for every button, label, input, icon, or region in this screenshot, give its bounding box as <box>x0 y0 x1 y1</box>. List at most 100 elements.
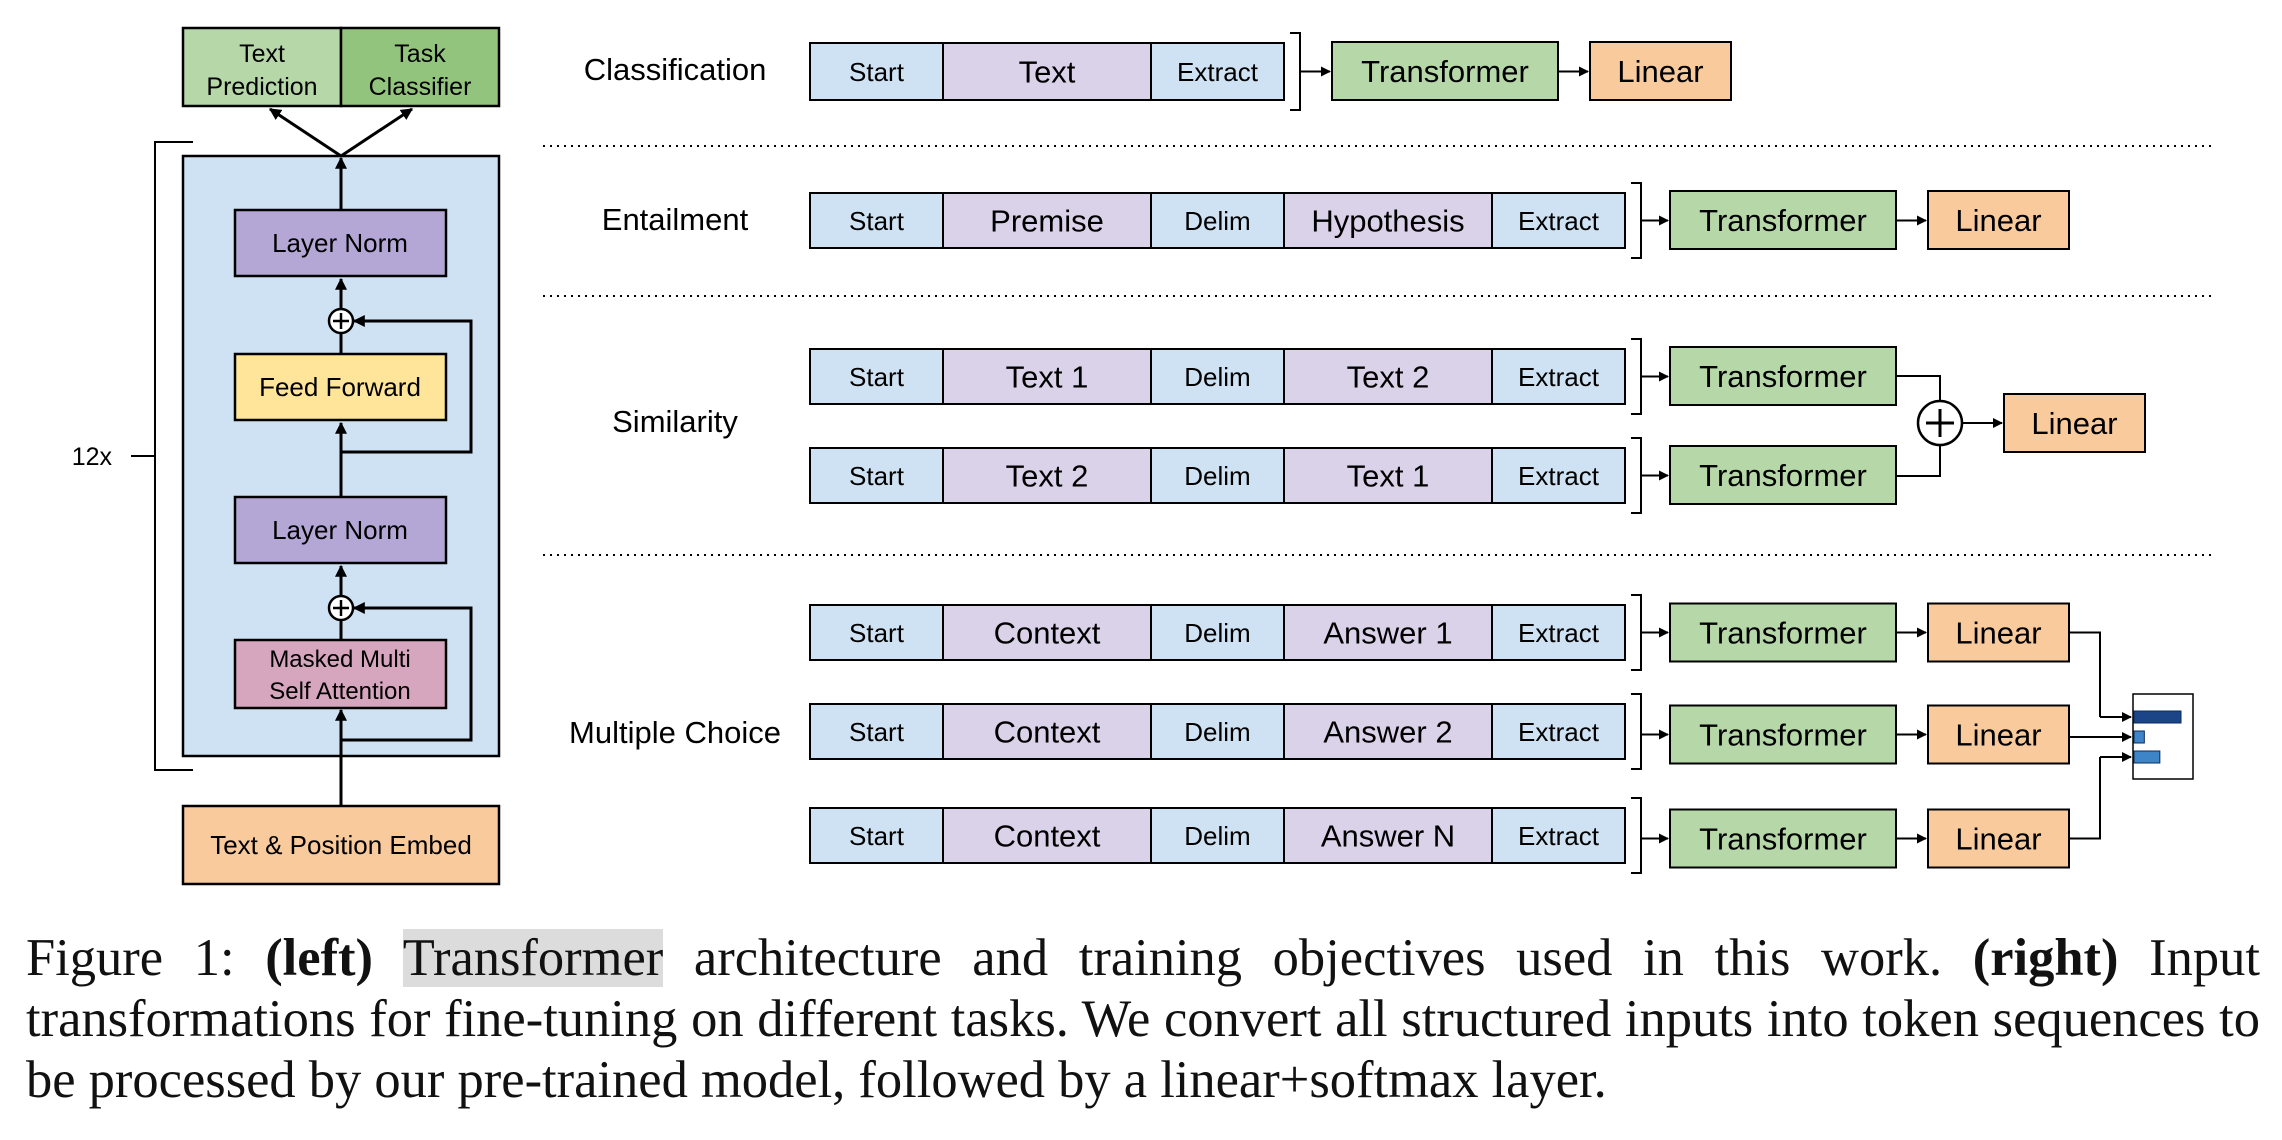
multiple-choice-1-token-4 <box>1491 604 1626 661</box>
similarity-2-token-4-label: Extract <box>1518 461 1600 491</box>
multiple-choice-3-token-1-label: Context <box>994 819 1101 854</box>
softmax-bar-2 <box>2133 730 2145 744</box>
classification-token-0-label: Start <box>849 57 905 87</box>
caption-highlight: Transformer <box>402 929 664 987</box>
multiple-choice-2-token-4-label: Extract <box>1518 717 1600 747</box>
embed-label: Text & Position Embed <box>210 830 472 860</box>
multiple-choice-3-token-1 <box>942 807 1152 864</box>
mc-transformer-3-label: Transformer <box>1699 822 1867 857</box>
multiple-choice-2-token-0-label: Start <box>849 717 905 747</box>
sequence-bracket <box>1631 338 1642 415</box>
task-classifier-label-1: Task <box>394 40 446 68</box>
text-position-embed <box>181 804 501 886</box>
similarity-1-token-2-label: Delim <box>1184 362 1250 392</box>
layer-norm-bottom-label: Layer Norm <box>272 515 408 545</box>
add-circle-top <box>327 307 355 335</box>
caption-right-tag: (right) <box>1972 929 2119 987</box>
similarity-2-token-0 <box>809 447 944 504</box>
entailment-token-1-label: Premise <box>990 204 1104 239</box>
mc-out-line-3 <box>2069 757 2101 840</box>
residual-ff-loop <box>341 315 473 454</box>
caption-left-tag: (left) <box>265 929 374 987</box>
task-label-multiple-choice: Multiple Choice <box>569 715 781 750</box>
entailment-token-4 <box>1491 192 1626 249</box>
sequence-bracket <box>1631 182 1642 259</box>
mc-transformer-3 <box>1669 808 1897 869</box>
figure-diagram: Text Prediction Task Classifier 12x Laye… <box>72 26 2214 886</box>
sequence-bracket <box>1631 693 1642 770</box>
entailment-linear-label: Linear <box>1955 203 2041 238</box>
multiple-choice-2-token-3-label: Answer 2 <box>1323 715 1452 750</box>
task-classifier-label-2: Classifier <box>369 73 472 101</box>
mc-transformer-2-label: Transformer <box>1699 718 1867 753</box>
entailment-transformer-label: Transformer <box>1699 203 1867 238</box>
task-transformations: Classification Entailment Similarity Mul… <box>543 32 2214 874</box>
similarity-1-token-3-label: Text 2 <box>1347 360 1430 395</box>
layer-norm-top <box>233 208 448 278</box>
multiple-choice-1-token-2-label: Delim <box>1184 618 1250 648</box>
similarity-linear-label: Linear <box>2031 406 2117 441</box>
similarity-linear <box>2003 393 2146 453</box>
masked-self-attention <box>233 638 448 710</box>
softmax-bar-1 <box>2133 710 2182 724</box>
entailment-token-2 <box>1150 192 1285 249</box>
entailment-token-1 <box>942 192 1152 249</box>
multiple-choice-1-token-0-label: Start <box>849 618 905 648</box>
entailment-token-2-label: Delim <box>1184 206 1250 236</box>
add-circle-bottom <box>327 594 355 622</box>
similarity-transformer-2 <box>1669 445 1897 505</box>
caption-rest: Input transformations for fine-tuning on… <box>26 929 2260 1109</box>
similarity-transformer-1-label: Transformer <box>1699 359 1867 394</box>
figure-caption: Figure 1: (left) Transformer architectur… <box>26 928 2260 1111</box>
caption-prefix: Figure 1: <box>26 929 266 987</box>
to-task-classifier-arrow <box>340 107 414 158</box>
task-label-classification: Classification <box>584 52 767 87</box>
multiple-choice-2-token-4 <box>1491 703 1626 760</box>
multiple-choice-3-token-0-label: Start <box>849 821 905 851</box>
mc-linear-2-label: Linear <box>1955 718 2041 753</box>
sequence-bracket <box>1631 437 1642 514</box>
similarity-1-token-1-label: Text 1 <box>1006 360 1089 395</box>
multiple-choice-3-token-4-label: Extract <box>1518 821 1600 851</box>
entailment-transformer <box>1669 190 1897 250</box>
entailment-token-4-label: Extract <box>1518 206 1600 236</box>
similarity-1-token-2 <box>1150 348 1285 405</box>
classification-token-1-label: Text <box>1019 55 1076 90</box>
similarity-transformer-2-label: Transformer <box>1699 458 1867 493</box>
multiple-choice-3-token-4 <box>1491 807 1626 864</box>
similarity-1-token-4 <box>1491 348 1626 405</box>
entailment-token-0-label: Start <box>849 206 905 236</box>
feed-forward-label: Feed Forward <box>259 372 421 402</box>
multiple-choice-2-token-3 <box>1283 703 1493 760</box>
similarity-1-token-0 <box>809 348 944 405</box>
sequence-bracket <box>1631 594 1642 671</box>
similarity-join-top <box>1896 375 1941 402</box>
entailment-token-3-label: Hypothesis <box>1311 204 1464 239</box>
mc-out-line-1 <box>2069 631 2101 717</box>
similarity-1-token-0-label: Start <box>849 362 905 392</box>
sequence-bracket <box>1631 797 1642 874</box>
multiple-choice-1-token-2 <box>1150 604 1285 661</box>
multiple-choice-3-token-0 <box>809 807 944 864</box>
similarity-1-token-4-label: Extract <box>1518 362 1600 392</box>
similarity-2-token-4 <box>1491 447 1626 504</box>
multiple-choice-3-token-2 <box>1150 807 1285 864</box>
classification-linear <box>1589 41 1732 101</box>
layer-norm-bottom <box>233 495 448 565</box>
layer-norm-top-label: Layer Norm <box>272 228 408 258</box>
mc-transformer-1 <box>1669 602 1897 663</box>
task-label-similarity: Similarity <box>612 404 738 439</box>
multiple-choice-2-token-1-label: Context <box>994 715 1101 750</box>
multiple-choice-3-token-3-label: Answer N <box>1321 819 1455 854</box>
classification-token-2-label: Extract <box>1177 57 1259 87</box>
similarity-2-token-3-label: Text 1 <box>1347 459 1430 494</box>
classification-token-0 <box>809 42 944 101</box>
sequence-bracket <box>1290 32 1301 111</box>
multiple-choice-2-token-2-label: Delim <box>1184 717 1250 747</box>
multiple-choice-2-token-0 <box>809 703 944 760</box>
multiple-choice-1-token-1-label: Context <box>994 616 1101 651</box>
repeat-label: 12x <box>72 443 113 471</box>
entailment-token-0 <box>809 192 944 249</box>
similarity-2-token-3 <box>1283 447 1493 504</box>
mc-linear-1 <box>1927 602 2070 663</box>
